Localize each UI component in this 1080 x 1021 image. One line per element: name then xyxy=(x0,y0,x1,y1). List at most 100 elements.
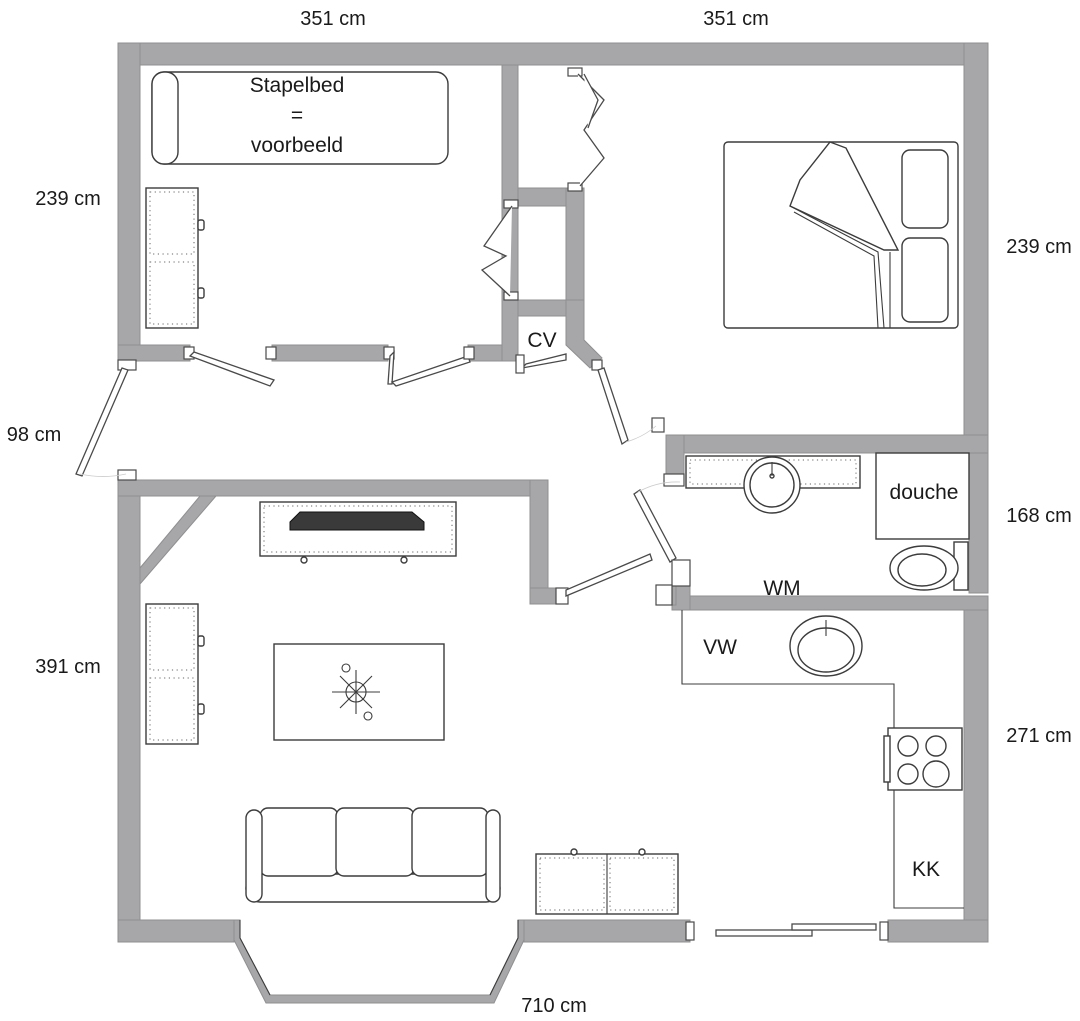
living-cabinet xyxy=(145,603,199,745)
tv-cabinet-foot2 xyxy=(400,556,408,564)
bedroom2-door-leaf[interactable] xyxy=(597,367,629,446)
dim-right-bathroom: 168 cm xyxy=(1006,505,1072,527)
closet-upper-jamb-bottom xyxy=(567,182,583,192)
tv-cabinet-foot1 xyxy=(300,556,308,564)
bedroom1-door1-leaf[interactable] xyxy=(188,351,276,387)
sofa-arm-right xyxy=(485,809,501,903)
fridge-label: KK xyxy=(912,858,940,881)
outer-wall-left-lower xyxy=(117,479,141,943)
outer-wall-bottom-middle xyxy=(523,919,691,943)
bunk-bed-pillow xyxy=(151,71,179,165)
closet-wall-right xyxy=(565,187,585,311)
vw-label: VW xyxy=(703,636,737,659)
living-wall-top xyxy=(117,479,549,497)
bathroom-door-leaf[interactable] xyxy=(633,489,677,563)
slider-panel-left[interactable] xyxy=(715,929,813,937)
dim-top-left: 351 cm xyxy=(300,8,366,30)
stove-burner-4 xyxy=(922,760,950,788)
cv-door-jamb xyxy=(515,354,525,374)
double-bed xyxy=(723,141,959,329)
outer-wall-right-kitchen xyxy=(963,599,989,943)
bedroom1-door2-jamb2 xyxy=(463,346,475,360)
room-labels: Stapelbed = voorbeeld CV douche WM VW KK xyxy=(250,74,959,881)
entrance-door-swing xyxy=(79,473,127,477)
double-bed-pillow-top xyxy=(901,149,949,229)
dim-left-bedroom: 239 cm xyxy=(35,188,101,210)
closet-mid-bifold[interactable] xyxy=(480,205,513,297)
closet-upper-bifold-inner xyxy=(583,73,599,129)
bedroom1-door2-edge xyxy=(387,350,395,385)
sofa-cushion-3 xyxy=(411,807,489,877)
dimension-labels: 351 cm 351 cm 239 cm 98 cm 391 cm 239 cm… xyxy=(7,8,1072,1017)
bathroom-door-jamb-bottom xyxy=(671,559,691,587)
outer-wall-right-upper xyxy=(963,42,989,436)
outer-wall-left-upper xyxy=(117,42,141,346)
dim-left-hall: 98 cm xyxy=(7,424,61,446)
bedroom1-cabinet-dots-top xyxy=(149,191,195,255)
outer-wall-right-bath xyxy=(968,434,989,594)
sideboard-knob1 xyxy=(570,848,578,856)
bedroom1-cabinet-knob1 xyxy=(197,219,205,231)
bunk-bed-label-line2: = xyxy=(291,104,303,127)
living-door-jamb xyxy=(555,587,569,605)
stove-knobs xyxy=(883,735,891,783)
dim-left-living: 391 cm xyxy=(35,656,101,678)
bathroom-door-jamb-top xyxy=(663,473,685,487)
bedroom2-door-swing xyxy=(625,425,657,443)
bedroom1-cabinet xyxy=(145,187,199,329)
stove-burner-2 xyxy=(925,735,947,757)
entrance-door-leaf[interactable] xyxy=(75,367,129,477)
kitchen-counter xyxy=(681,610,964,909)
tv-cabinet-dots xyxy=(263,505,453,553)
sofa-arm-left xyxy=(245,809,263,903)
double-bed-blanket-edge2 xyxy=(793,211,879,329)
outer-wall-bottom-left xyxy=(117,919,235,943)
outer-wall-bottom-right xyxy=(887,919,989,943)
living-cabinet-knob1 xyxy=(197,635,205,647)
bunk-bed-label-line3: voorbeeld xyxy=(251,134,343,157)
living-wall-right xyxy=(529,479,549,605)
living-cabinet-dots-top xyxy=(149,607,195,671)
dim-right-kitchen: 271 cm xyxy=(1006,725,1072,747)
doors xyxy=(75,67,889,996)
tv xyxy=(289,511,425,531)
stove-burner-3 xyxy=(897,763,919,785)
living-cabinet-knob2 xyxy=(197,703,205,715)
cv-label: CV xyxy=(527,329,556,352)
cv-door-leaf[interactable] xyxy=(520,353,567,370)
bedroom1-wall-seg2 xyxy=(271,344,389,362)
bedroom1-cabinet-dots-bottom xyxy=(149,261,195,325)
slider-panel-right[interactable] xyxy=(791,923,877,931)
furniture xyxy=(145,71,970,915)
bedroom1-cabinet-knob2 xyxy=(197,287,205,299)
bunk-bed-label-line1: Stapelbed xyxy=(250,74,345,97)
double-bed-blanket-edge xyxy=(789,205,885,329)
stove-burner-1 xyxy=(897,735,919,757)
dim-bottom: 710 cm xyxy=(521,995,587,1017)
entrance-jamb-top xyxy=(117,359,137,371)
slider-jamb-left xyxy=(685,921,695,941)
bedroom1-door1-jamb2 xyxy=(265,346,277,360)
sofa-cushion-2 xyxy=(335,807,415,877)
living-diagonal-wall xyxy=(139,495,218,586)
dim-right-bedroom: 239 cm xyxy=(1006,236,1072,258)
bedroom2-door-jamb xyxy=(591,359,603,371)
double-bed-pillow-bottom xyxy=(901,237,949,323)
living-door-jamb2 xyxy=(655,584,673,606)
bathroom-door-swing xyxy=(637,481,681,493)
bedroom1-door2-leaf[interactable] xyxy=(390,355,471,387)
slider-jamb-right xyxy=(879,921,889,941)
closet-upper-jamb-top xyxy=(567,67,583,77)
bathroom-kitchen-wall xyxy=(671,595,989,611)
walls xyxy=(117,42,989,1004)
sideboard-dots-right xyxy=(609,857,675,911)
bathroom-wall-left-upper xyxy=(665,434,685,476)
sofa-cushion-1 xyxy=(259,807,339,877)
bay-window-wall xyxy=(233,919,525,1004)
living-door-leaf[interactable] xyxy=(565,553,653,597)
bathroom-wall-top xyxy=(665,434,989,454)
bay-inner-line-right xyxy=(489,920,519,996)
toilet-seat xyxy=(897,553,947,587)
coffee-table-decoration xyxy=(332,663,380,721)
